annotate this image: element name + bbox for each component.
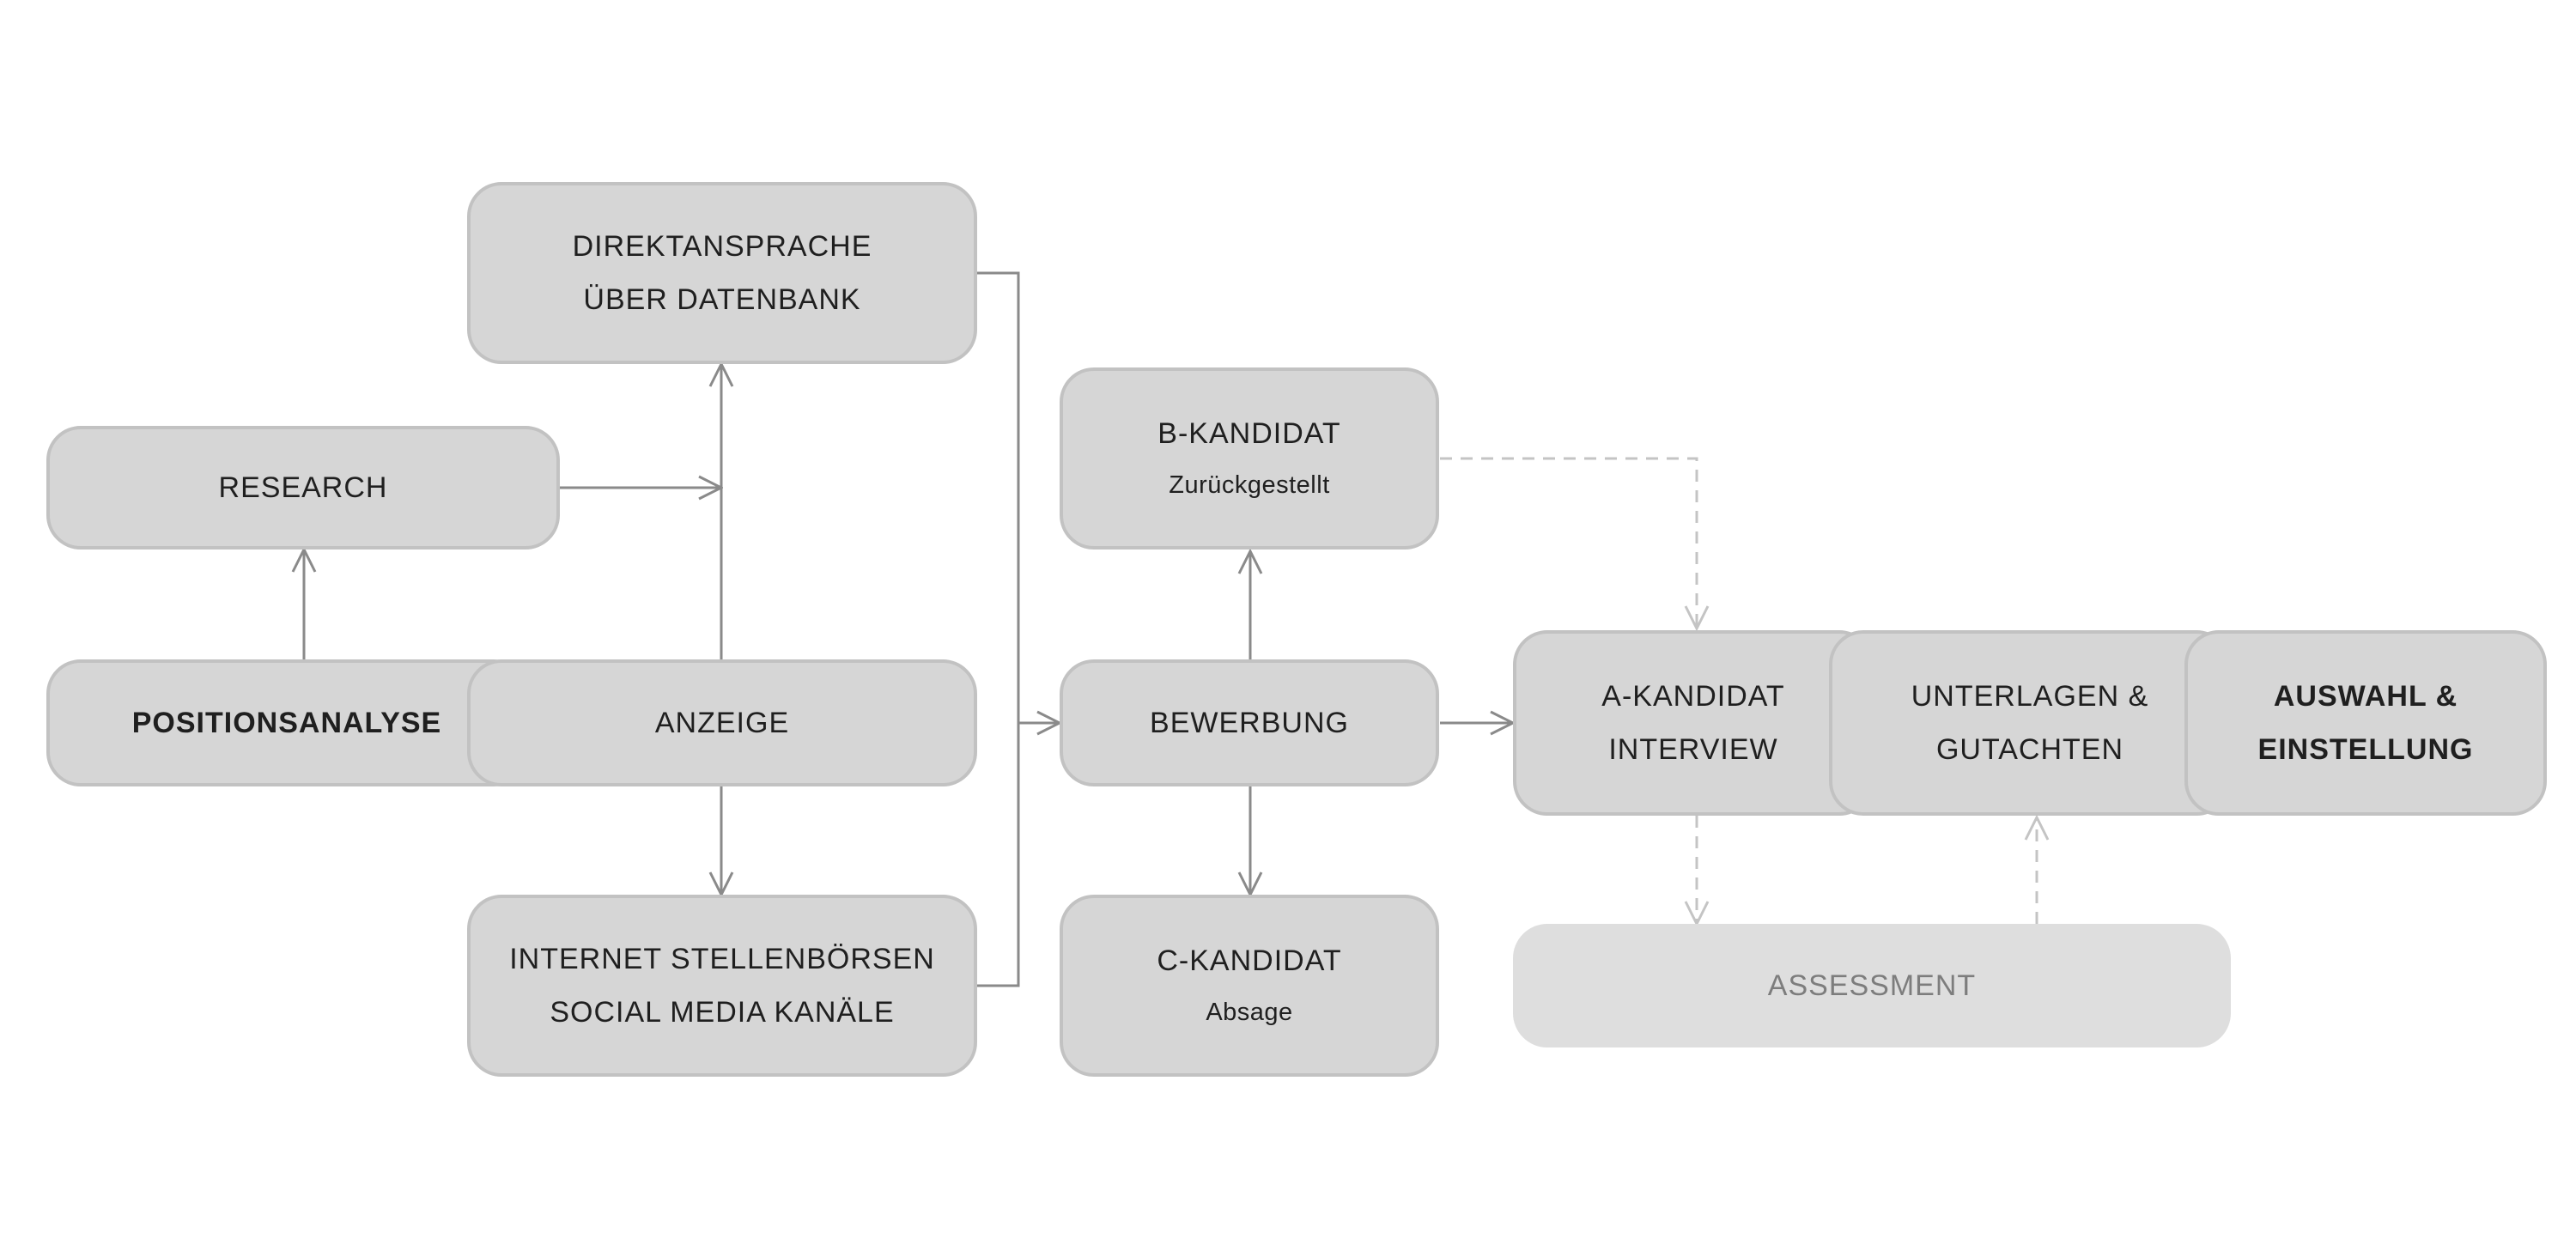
node-b-kandidat-label: B-KANDIDAT	[1157, 417, 1341, 450]
node-b-kandidat: B-KANDIDAT Zurückgestellt	[1060, 367, 1439, 550]
node-bewerbung-label: BEWERBUNG	[1150, 707, 1349, 739]
node-unterlagen-line1: UNTERLAGEN &	[1911, 680, 2149, 713]
node-anzeige: ANZEIGE	[467, 659, 977, 786]
node-research: RESEARCH	[46, 426, 560, 550]
node-assessment-label: ASSESSMENT	[1767, 969, 1977, 1002]
node-auswahl-line2: EINSTELLUNG	[2257, 733, 2474, 766]
node-bewerbung: BEWERBUNG	[1060, 659, 1439, 786]
node-auswahl: AUSWAHL & EINSTELLUNG	[2184, 630, 2547, 816]
node-unterlagen-line2: GUTACHTEN	[1935, 733, 2124, 766]
node-c-kandidat: C-KANDIDAT Absage	[1060, 895, 1439, 1077]
node-research-label: RESEARCH	[218, 471, 388, 504]
node-direktansprache-line2: ÜBER DATENBANK	[583, 283, 861, 316]
node-anzeige-label: ANZEIGE	[654, 707, 790, 739]
node-internet-line2: SOCIAL MEDIA KANÄLE	[550, 996, 895, 1029]
edge-b-kandidat-a-kandidat	[1440, 457, 1697, 628]
node-internet: INTERNET STELLENBÖRSEN SOCIAL MEDIA KANÄ…	[467, 895, 977, 1077]
node-c-kandidat-label: C-KANDIDAT	[1157, 944, 1342, 977]
node-a-kandidat-line1: A-KANDIDAT	[1601, 680, 1785, 713]
edge-direktansprache-collector	[976, 271, 1020, 987]
node-direktansprache-line1: DIREKTANSPRACHE	[572, 230, 872, 263]
node-positionsanalyse-label: POSITIONSANALYSE	[131, 707, 442, 739]
node-unterlagen: UNTERLAGEN & GUTACHTEN	[1829, 630, 2231, 816]
node-positionsanalyse: POSITIONSANALYSE	[46, 659, 527, 786]
node-a-kandidat-line2: INTERVIEW	[1608, 733, 1778, 766]
node-c-kandidat-sub: Absage	[1206, 999, 1293, 1026]
node-assessment: ASSESSMENT	[1513, 924, 2231, 1048]
node-internet-line1: INTERNET STELLENBÖRSEN	[509, 943, 935, 975]
node-auswahl-line1: AUSWAHL &	[2273, 680, 2458, 713]
node-direktansprache: DIREKTANSPRACHE ÜBER DATENBANK	[467, 182, 977, 364]
node-a-kandidat: A-KANDIDAT INTERVIEW	[1513, 630, 1874, 816]
node-b-kandidat-sub: Zurückgestellt	[1169, 471, 1330, 499]
